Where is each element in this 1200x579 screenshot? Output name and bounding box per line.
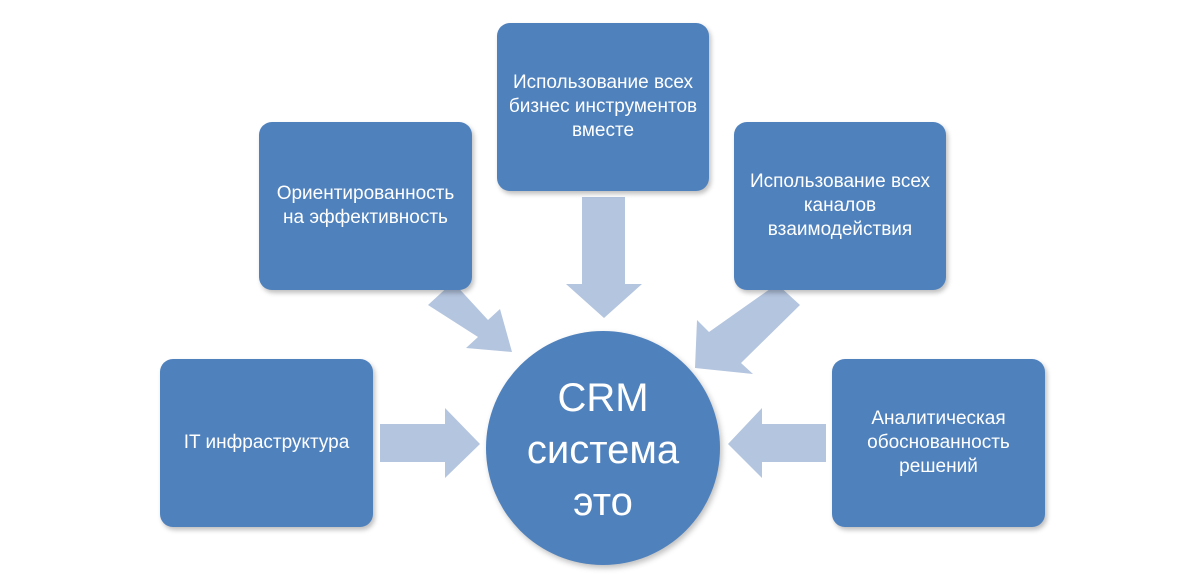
arrow-upper-left-diagonal	[428, 282, 512, 352]
arrow-right-left	[728, 408, 826, 478]
box-analytics: Аналитическая обоснованность решений	[832, 359, 1045, 527]
box-it-infrastructure: IT инфраструктура	[160, 359, 373, 527]
arrow-top-down	[566, 197, 642, 318]
box-business-tools: Использование всех бизнес инструментов в…	[497, 23, 709, 191]
crm-center-circle: CRM система это	[486, 331, 720, 565]
arrow-upper-right-diagonal	[695, 284, 800, 374]
box-efficiency: Ориентированность на эффективность	[259, 122, 472, 290]
arrow-left-right	[380, 408, 480, 478]
box-interaction-channels: Использование всех каналов взаимодействи…	[734, 122, 946, 290]
